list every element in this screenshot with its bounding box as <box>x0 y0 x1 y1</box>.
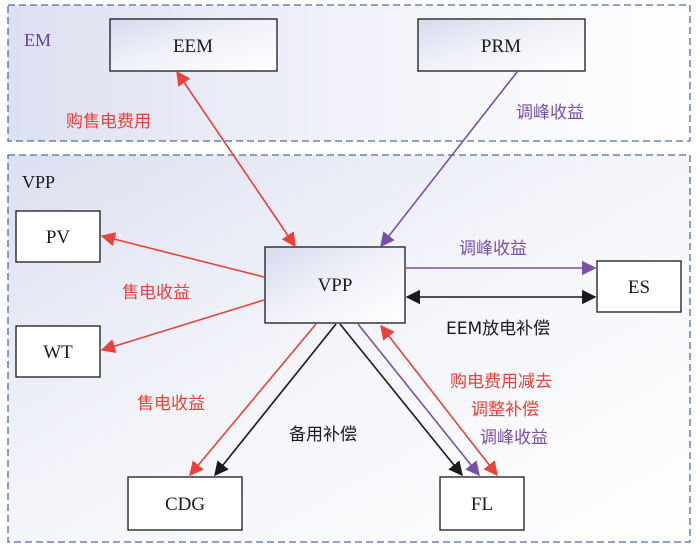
node-pv: PV <box>15 210 101 263</box>
label-vpp-es-top: 调峰收益 <box>459 239 527 259</box>
node-eem-label: EEM <box>173 36 213 57</box>
node-pv-label: PV <box>46 227 71 248</box>
node-cdg: CDG <box>127 476 243 531</box>
label-prm-vpp: 调峰收益 <box>516 103 584 123</box>
label-eem-vpp: 购售电费用 <box>66 112 151 132</box>
arrow-vpp-fl-red <box>380 324 498 477</box>
label-vpp-es-bottom: EEM放电补偿 <box>446 319 550 339</box>
node-eem: EEM <box>109 18 278 72</box>
node-prm-label: PRM <box>481 36 521 57</box>
node-wt-label: WT <box>43 342 73 363</box>
node-es: ES <box>596 260 682 313</box>
em-region-label: EM <box>24 30 51 50</box>
node-vpp: VPP <box>264 246 406 324</box>
arrow-vpp-cdg-reserve <box>214 323 337 477</box>
node-prm: PRM <box>417 18 586 72</box>
label-vpp-fl-line2: 调整补偿 <box>471 400 539 420</box>
node-vpp-label: VPP <box>318 275 353 296</box>
label-vpp-fl-line1: 购电费用减去 <box>450 372 552 392</box>
node-fl: FL <box>439 476 525 531</box>
label-vpp-cdg-sale: 售电收益 <box>137 394 205 414</box>
node-cdg-label: CDG <box>165 494 205 515</box>
label-vpp-fl-line3: 调峰收益 <box>480 428 548 448</box>
vpp-region <box>7 154 691 543</box>
node-wt: WT <box>15 325 101 378</box>
label-vpp-cdg-reserve: 备用补偿 <box>289 425 357 445</box>
arrow-vpp-wt <box>100 299 265 354</box>
vpp-region-label: VPP <box>22 172 55 192</box>
node-es-label: ES <box>628 277 650 298</box>
node-fl-label: FL <box>471 494 493 515</box>
arrow-vpp-cdg-sale <box>189 323 317 477</box>
arrow-prm-vpp <box>380 71 518 248</box>
label-vpp-pv-wt: 售电收益 <box>122 283 190 303</box>
arrow-eem-vpp <box>176 70 296 248</box>
arrow-vpp-pv <box>100 232 265 278</box>
